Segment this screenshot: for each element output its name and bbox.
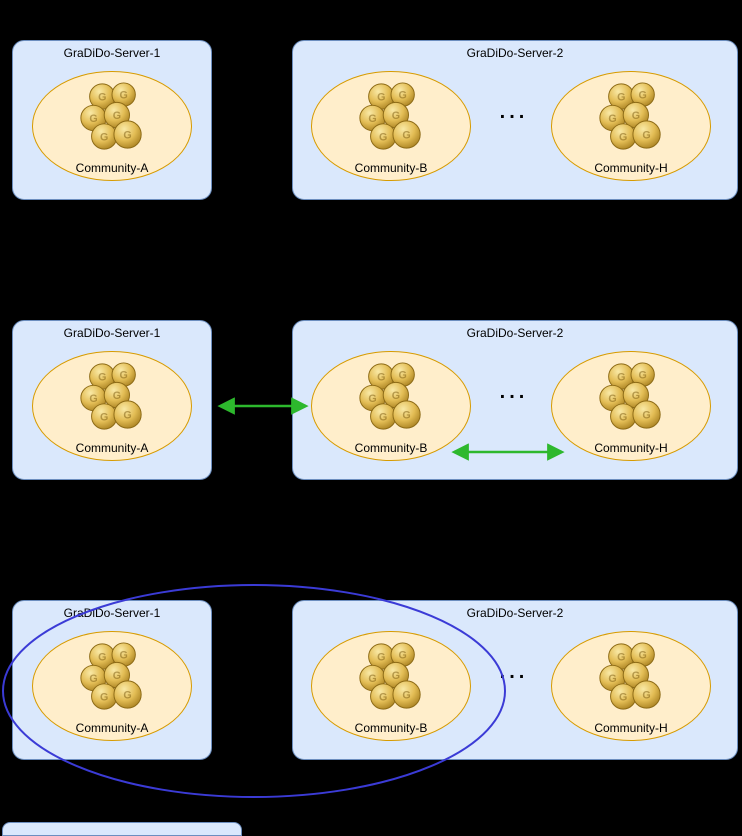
coins-icon [592, 81, 670, 153]
cropped-server-box [2, 822, 242, 836]
community-ellipse: Community-B [311, 71, 471, 181]
community-ellipse: Community-H [551, 71, 711, 181]
server-box: GraDiDo-Server-2 Community-B ... Communi… [292, 40, 738, 200]
coins-icon [352, 641, 430, 713]
community-label: Community-A [75, 441, 149, 455]
community-ellipse: Community-A [32, 631, 192, 741]
diagram-row-1: GraDiDo-Server-1 Community-A GraDiDo-Ser… [0, 40, 742, 200]
community-label: Community-B [354, 441, 428, 455]
community-ellipse: Community-A [32, 351, 192, 461]
coins-icon [352, 361, 430, 433]
ellipsis-label: ... [499, 101, 529, 123]
coins-icon [73, 641, 151, 713]
community-label: Community-H [594, 721, 668, 735]
coins-icon [592, 641, 670, 713]
server-title: GraDiDo-Server-2 [466, 606, 564, 620]
community-label: Community-H [594, 441, 668, 455]
community-label: Community-B [354, 721, 428, 735]
coins-icon [352, 81, 430, 153]
community-label: Community-H [594, 161, 668, 175]
coins-icon [592, 361, 670, 433]
server-box: GraDiDo-Server-2 Community-B ... Communi… [292, 600, 738, 760]
community-ellipse: Community-B [311, 631, 471, 741]
ellipsis-label: ... [499, 381, 529, 403]
server-title: GraDiDo-Server-2 [466, 46, 564, 60]
server-box: GraDiDo-Server-1 Community-A [12, 320, 212, 480]
coins-icon [73, 81, 151, 153]
server-box: GraDiDo-Server-2 Community-B ... Communi… [292, 320, 738, 480]
diagram-row-3: GraDiDo-Server-1 Community-A GraDiDo-Ser… [0, 600, 742, 760]
community-ellipse: Community-H [551, 631, 711, 741]
server-box: GraDiDo-Server-1 Community-A [12, 40, 212, 200]
server-title: GraDiDo-Server-1 [63, 46, 161, 60]
community-ellipse: Community-A [32, 71, 192, 181]
community-label: Community-A [75, 161, 149, 175]
server-title: GraDiDo-Server-1 [63, 606, 161, 620]
community-label: Community-A [75, 721, 149, 735]
server-title: GraDiDo-Server-2 [466, 326, 564, 340]
community-ellipse: Community-B [311, 351, 471, 461]
diagram-row-2: GraDiDo-Server-1 Community-A GraDiDo-Ser… [0, 320, 742, 480]
community-ellipse: Community-H [551, 351, 711, 461]
server-box: GraDiDo-Server-1 Community-A [12, 600, 212, 760]
coins-icon [73, 361, 151, 433]
server-title: GraDiDo-Server-1 [63, 326, 161, 340]
community-label: Community-B [354, 161, 428, 175]
ellipsis-label: ... [499, 661, 529, 683]
